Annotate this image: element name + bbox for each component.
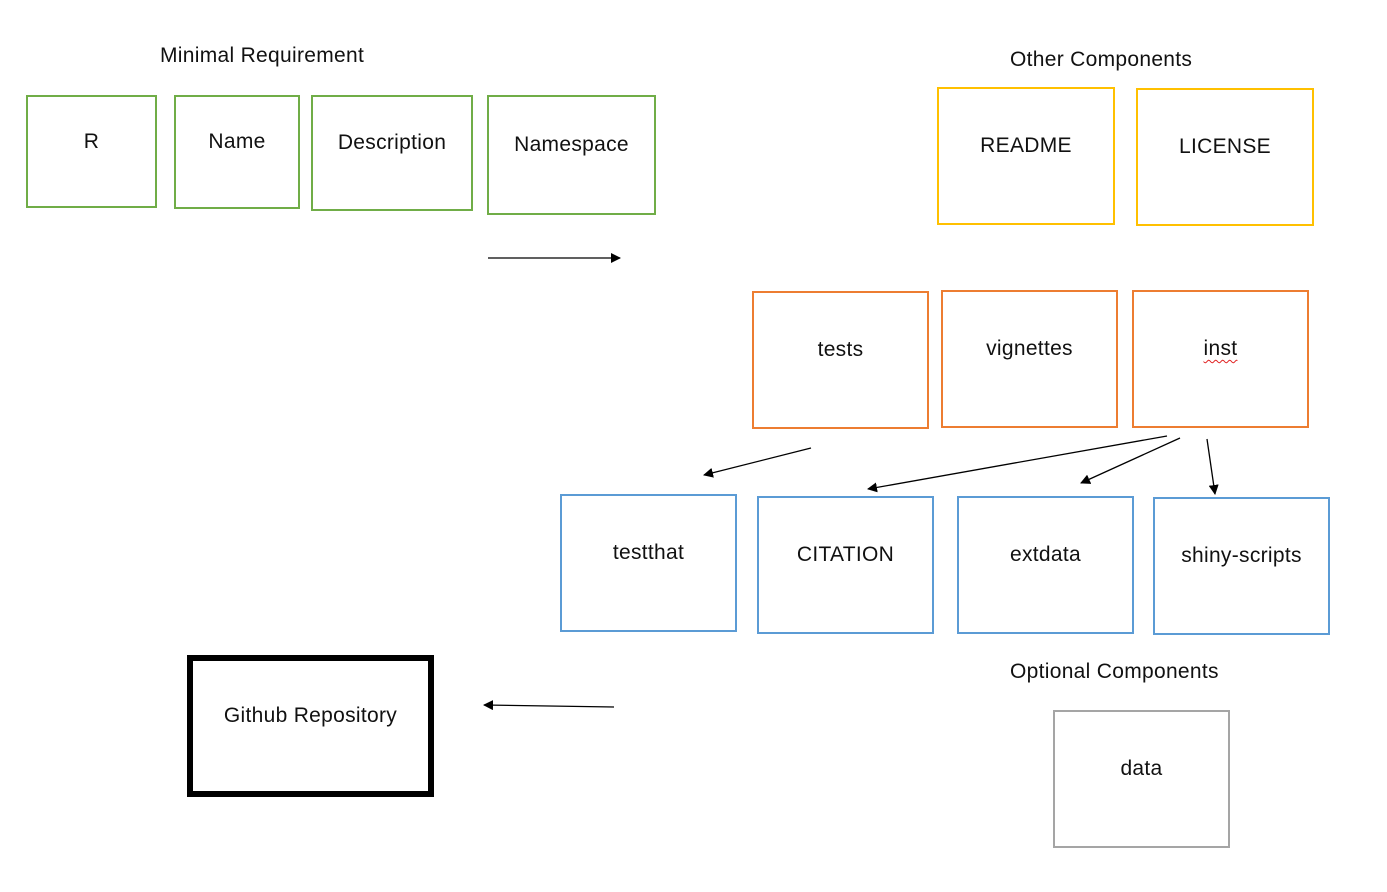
box-license-label: LICENSE bbox=[1179, 135, 1271, 158]
box-shiny-scripts-label: shiny-scripts bbox=[1181, 544, 1302, 567]
arrow-inst-to-extdata bbox=[1080, 437, 1181, 484]
box-testthat: testthat bbox=[560, 494, 737, 632]
box-github-repository: Github Repository bbox=[187, 655, 434, 797]
box-description: Description bbox=[311, 95, 473, 211]
heading-other-components: Other Components bbox=[1010, 48, 1193, 71]
box-r-label: R bbox=[83, 129, 100, 153]
box-extdata: extdata bbox=[957, 496, 1134, 634]
box-testthat-label: testthat bbox=[612, 541, 685, 564]
arrow-inst-to-citation bbox=[867, 435, 1168, 493]
box-data-label: data bbox=[1120, 757, 1163, 780]
heading-optional-components: Optional Components bbox=[1010, 660, 1219, 683]
box-license: LICENSE bbox=[1136, 88, 1314, 226]
arrow-inst-to-shiny-scripts bbox=[1206, 438, 1219, 495]
box-shiny-scripts: shiny-scripts bbox=[1153, 497, 1330, 635]
box-citation: CITATION bbox=[757, 496, 934, 634]
box-inst: inst bbox=[1132, 290, 1309, 428]
box-vignettes-label: vignettes bbox=[986, 337, 1073, 360]
box-description-label: Description bbox=[337, 131, 447, 154]
arrow-to-github bbox=[483, 700, 615, 711]
box-namespace: Namespace bbox=[487, 95, 656, 215]
box-name: Name bbox=[174, 95, 300, 209]
box-extdata-label: extdata bbox=[1010, 543, 1081, 566]
arrow-tests-to-testthat bbox=[703, 447, 812, 478]
heading-minimal-requirement: Minimal Requirement bbox=[160, 44, 365, 67]
box-r: R bbox=[26, 95, 157, 208]
box-tests-label: tests bbox=[817, 338, 864, 361]
box-tests: tests bbox=[752, 291, 929, 429]
box-readme-label: README bbox=[980, 134, 1072, 157]
box-citation-label: CITATION bbox=[796, 543, 895, 566]
box-inst-label: inst bbox=[1203, 337, 1238, 360]
box-vignettes: vignettes bbox=[941, 290, 1118, 428]
box-data: data bbox=[1053, 710, 1230, 848]
box-namespace-label: Namespace bbox=[514, 133, 629, 156]
box-github-repository-label: Github Repository bbox=[223, 704, 398, 727]
box-name-label: Name bbox=[208, 130, 266, 153]
box-readme: README bbox=[937, 87, 1115, 225]
